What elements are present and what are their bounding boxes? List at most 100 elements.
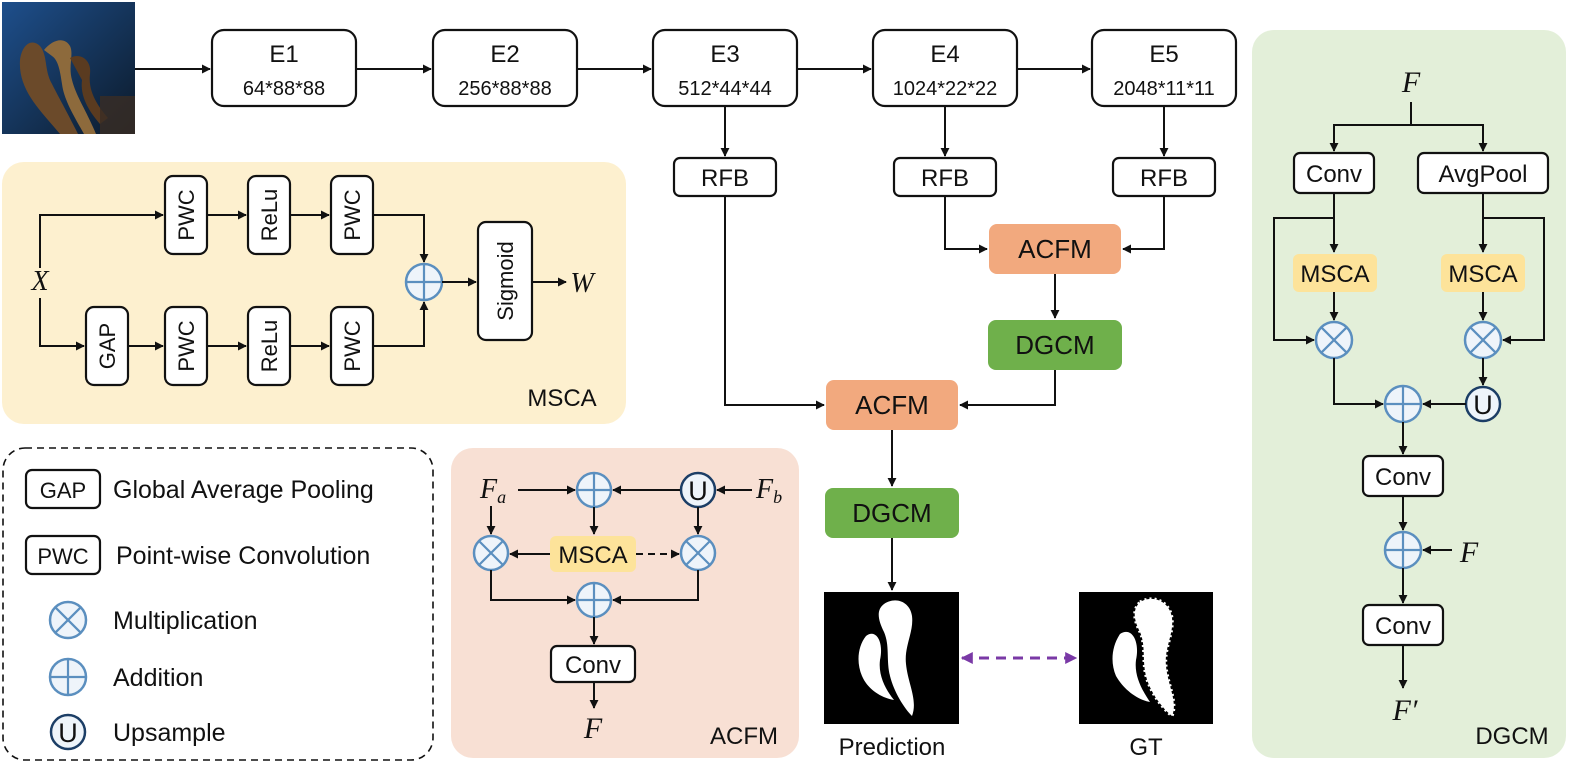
decoder-arrows [724, 196, 1165, 591]
acfm-panel-title: ACFM [710, 723, 778, 750]
legend-addition-text: Addition [113, 664, 203, 692]
msca-pwc-top-1-label: PWC [174, 189, 199, 240]
msca-gap-label: GAP [95, 323, 120, 369]
acfm-diagram: Fa Fb U MSCA [472, 471, 782, 750]
encoder-to-rfb-arrows [720, 106, 1169, 157]
dgcm-avgpool-block: AvgPool [1416, 151, 1550, 195]
msca-relu-top-label: ReLu [257, 189, 282, 242]
encoder-e3: E3 512*44*44 [651, 28, 799, 108]
msca-input-label: X [30, 266, 49, 297]
acfm-label-top: ACFM [1018, 234, 1092, 264]
dgcm-add-mid-icon [1383, 384, 1423, 424]
acfm-conv-label: Conv [565, 652, 621, 679]
addition-icon [48, 657, 88, 697]
legend-panel [2, 447, 434, 761]
acfm-output-label: F [583, 712, 603, 745]
msca-addition-icon [404, 262, 444, 302]
encoder-e4: E4 1024*22*22 [871, 28, 1019, 108]
acfm-upsample-icon: U [679, 471, 717, 509]
dgcm-upsample-icon: U [1464, 385, 1502, 423]
dgcm-label-bottom: DGCM [852, 498, 931, 528]
legend-addition: Addition [48, 657, 203, 697]
msca-pwc-top-2: PWC [329, 174, 375, 256]
acfm-msca-label: MSCA [558, 542, 627, 569]
acfm-fb-main: F [755, 474, 774, 505]
acfm-msca-block: MSCA [550, 536, 636, 572]
acfm-fb-sub: b [773, 487, 782, 507]
dgcm-conv-block-bottom: Conv [1361, 603, 1445, 647]
msca-diagram: PWC ReLu PWC GAP PWC ReLu PWC [30, 174, 597, 412]
acfm-fa-main: F [479, 474, 498, 505]
legend-gap: GAP Global Average Pooling [24, 468, 374, 510]
legend: GAP Global Average Pooling PWC Point-wis… [24, 468, 374, 751]
dgcm-side-input-label: F [1459, 536, 1479, 569]
legend-multiplication: Multiplication [48, 600, 258, 640]
legend-multiplication-text: Multiplication [113, 607, 258, 635]
encoder-e1: E1 64*88*88 [210, 28, 358, 108]
prediction-mask [824, 592, 959, 724]
legend-gap-text: Global Average Pooling [113, 476, 374, 504]
dgcm-conv-top-label: Conv [1306, 161, 1362, 188]
msca-pwc-bottom-1-label: PWC [174, 320, 199, 371]
encoder-e3-name: E3 [710, 41, 739, 68]
dgcm-input-label: F [1401, 66, 1421, 99]
acfm-label-bottom: ACFM [855, 390, 929, 420]
encoder-e5-dims: 2048*11*11 [1113, 78, 1215, 100]
encoder-e1-dims: 64*88*88 [243, 78, 325, 100]
rfb-block-1: RFB [672, 156, 778, 198]
encoder-e2: E2 256*88*88 [431, 28, 579, 108]
msca-sigmoid-label: Sigmoid [493, 241, 518, 320]
legend-pwc-key: PWC [37, 544, 88, 569]
dgcm-upsample-symbol: U [1473, 390, 1493, 420]
legend-gap-key: GAP [40, 478, 86, 503]
msca-panel [2, 162, 626, 424]
msca-pwc-bottom-2: PWC [329, 305, 375, 387]
acfm-fa-sub: a [497, 487, 506, 507]
encoder-e5: E5 2048*11*11 [1090, 28, 1238, 108]
msca-pwc-bottom-1: PWC [163, 305, 209, 387]
msca-panel-title: MSCA [527, 385, 596, 412]
dgcm-conv-mid-label: Conv [1375, 464, 1431, 491]
dgcm-diagram: F Conv AvgPool MSCA MSCA U [1273, 66, 1550, 750]
acfm-block-top: ACFM [989, 224, 1121, 274]
acfm-upsample-symbol: U [688, 476, 708, 506]
dgcm-conv-bottom-label: Conv [1375, 613, 1431, 640]
rfb-block-2: RFB [892, 156, 998, 198]
gt-mask [1079, 592, 1213, 724]
acfm-add-top-icon [575, 471, 613, 509]
acfm-fb-label: Fb [755, 474, 782, 507]
dgcm-output-label: F′ [1392, 694, 1418, 727]
encoder-e4-dims: 1024*22*22 [893, 78, 998, 100]
dgcm-msca-left: MSCA [1293, 254, 1377, 292]
upsample-icon: U [49, 713, 87, 751]
upsample-icon-symbol: U [58, 718, 78, 748]
encoder-e5-name: E5 [1149, 41, 1178, 68]
legend-pwc-text: Point-wise Convolution [116, 542, 370, 570]
acfm-block-bottom: ACFM [826, 380, 958, 430]
acfm-add-bottom-icon [575, 581, 613, 619]
dgcm-block-top: DGCM [988, 320, 1122, 370]
msca-relu-top: ReLu [246, 174, 292, 256]
encoder-e3-dims: 512*44*44 [678, 78, 771, 100]
dgcm-block-bottom: DGCM [825, 488, 959, 538]
encoder-e4-name: E4 [930, 41, 959, 68]
gt-label: GT [1129, 734, 1163, 761]
dgcm-conv-block-top: Conv [1292, 151, 1376, 195]
rfb-label-1: RFB [701, 165, 749, 192]
msca-pwc-top-1: PWC [163, 174, 209, 256]
legend-upsample: U Upsample [49, 713, 226, 751]
acfm-mult-right-icon [679, 534, 717, 572]
rfb-block-3: RFB [1111, 156, 1217, 198]
dgcm-mult-left-icon [1314, 320, 1354, 360]
legend-upsample-text: Upsample [113, 719, 226, 747]
acfm-panel [451, 448, 799, 758]
dgcm-msca-right: MSCA [1441, 254, 1525, 292]
dgcm-label-top: DGCM [1015, 330, 1094, 360]
acfm-fa-label: Fa [479, 474, 506, 507]
dgcm-mult-right-icon [1463, 320, 1503, 360]
dgcm-conv-block-mid: Conv [1361, 454, 1445, 498]
prediction-label: Prediction [839, 734, 946, 761]
dgcm-add-bottom-icon [1383, 530, 1423, 570]
msca-pwc-bottom-2-label: PWC [340, 320, 365, 371]
